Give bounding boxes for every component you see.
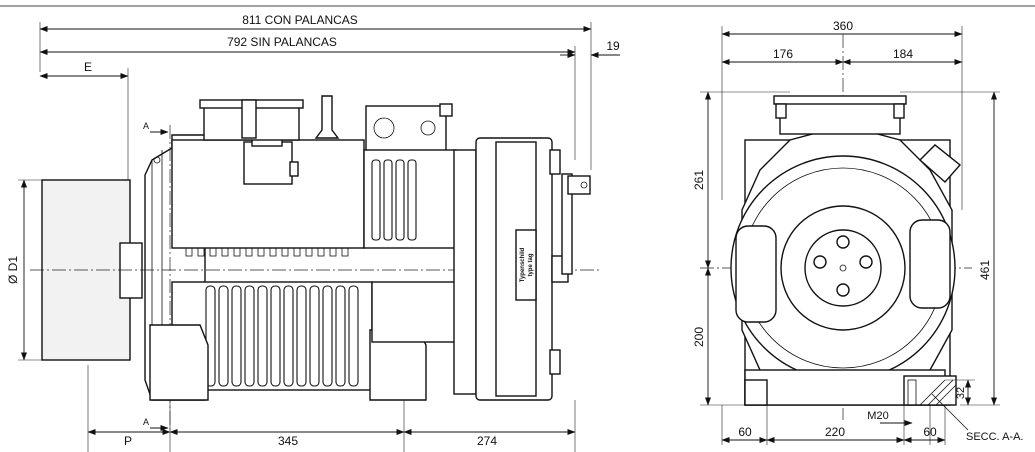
front-top-fitting: [779, 99, 901, 135]
release-lever: [314, 95, 340, 139]
front-view: 360 176 184 261 200 461: [692, 19, 1023, 445]
nameplate: [515, 229, 537, 301]
nameplate-line-2: type tag: [528, 253, 534, 276]
side-pad-left: [735, 225, 777, 323]
terminal-box: [365, 105, 447, 153]
dim-60-right-label: 60: [923, 425, 937, 439]
side-view: 811 CON PALANCAS 792 SIN PALANCAS 19 E Ø…: [6, 13, 620, 452]
section-label: SECC. A-A.: [966, 431, 1023, 443]
brake-flange: [453, 149, 477, 395]
sheave-hub: [119, 242, 143, 299]
inspection-cover: [243, 141, 293, 185]
dim-274-label: 274: [477, 434, 497, 448]
dim-811-label: 811 CON PALANCAS: [242, 13, 358, 27]
dim-200-label: 200: [692, 327, 706, 347]
section-mark-bottom: A: [143, 417, 149, 427]
upper-cooling-slots: [185, 247, 349, 257]
dim-792-label: 792 SIN PALANCAS: [227, 35, 337, 49]
side-pad-right: [909, 219, 951, 309]
dim-345-label: 345: [278, 434, 298, 448]
dim-184-label: 184: [893, 47, 913, 61]
dim-461-label: 461: [978, 260, 992, 280]
rear-housing: [363, 149, 457, 343]
dim-220-label: 220: [825, 425, 845, 439]
dim-p-label: P: [124, 434, 132, 448]
dim-m20-label: M20: [867, 410, 888, 422]
section-mark-top: A: [143, 121, 149, 131]
nameplate-line-1: Typenschild: [520, 247, 526, 282]
dim-176-label: 176: [773, 47, 793, 61]
dim-32-label: 32: [955, 387, 967, 399]
front-terminal-box: [918, 144, 962, 183]
dim-19-label: 19: [606, 39, 620, 53]
dim-d1-label: Ø D1: [6, 256, 20, 284]
cooling-fins: [205, 285, 359, 387]
manual-release-lever: [567, 175, 591, 195]
front-foot: [149, 324, 209, 401]
dim-60-left-label: 60: [738, 425, 752, 439]
dim-261-label: 261: [692, 170, 706, 190]
dim-e-label: E: [84, 60, 92, 74]
front-foot-left: [744, 379, 768, 406]
dim-360-label: 360: [833, 19, 853, 33]
brake-bolts: [549, 149, 573, 375]
